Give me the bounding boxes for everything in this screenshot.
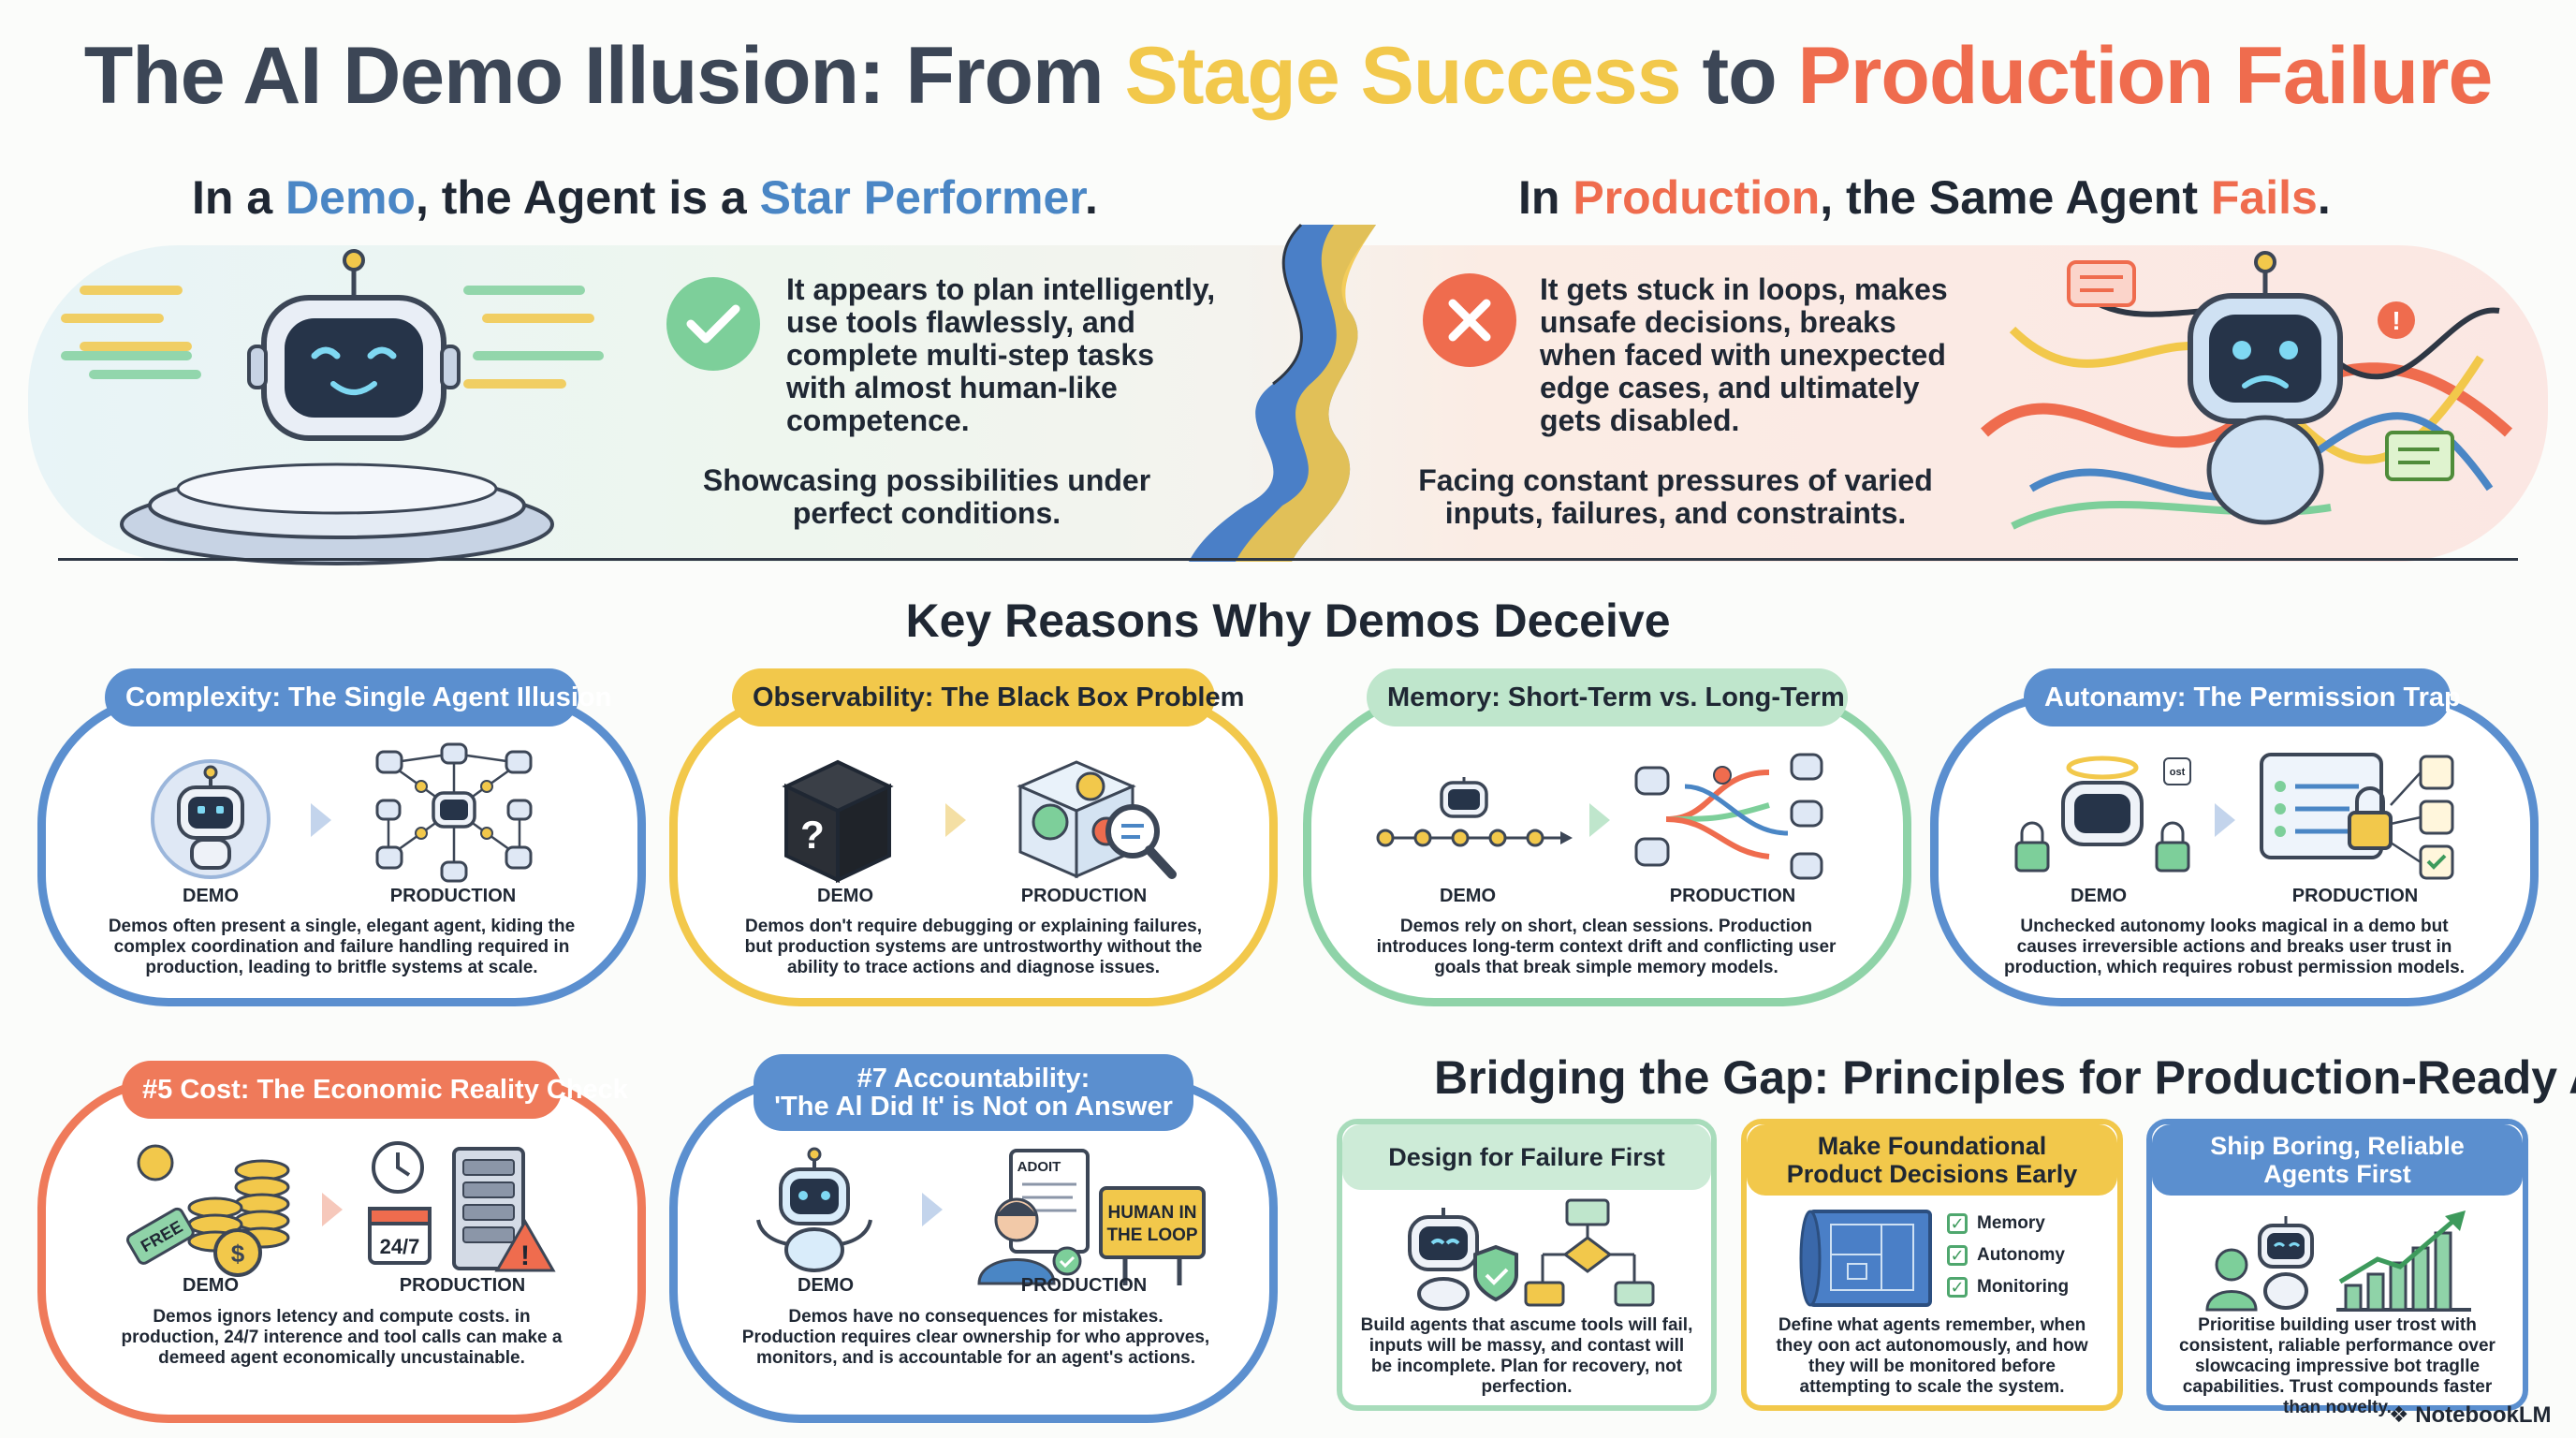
reason-card-title: #5 Cost: The Economic Reality Check <box>122 1061 628 1119</box>
reason-card-description: Demos ignors letency and compute costs. … <box>121 1307 563 1368</box>
svg-text:!: ! <box>2392 306 2400 335</box>
branching-memory-icon <box>1634 753 1823 880</box>
single-robot-icon <box>151 759 271 879</box>
short-memory-chain-icon <box>1376 777 1573 847</box>
hero-divider <box>58 558 2518 561</box>
check-icon <box>666 277 760 371</box>
page-title: The AI Demo Illusion: From Stage Success… <box>83 31 2494 121</box>
notebooklm-brand: ❖ NotebookLM <box>2389 1402 2552 1428</box>
svg-text:!: ! <box>520 1240 530 1271</box>
demo-label: DEMO <box>183 886 239 906</box>
production-label: PRODUCTION <box>1669 886 1796 906</box>
black-box-icon: ? <box>782 759 894 884</box>
svg-text:?: ? <box>800 813 825 857</box>
notebooklm-logo-icon: ❖ <box>2389 1402 2416 1428</box>
autonomous-robot-lock-icon: ost <box>2014 756 2191 873</box>
reason-card-description: Demos often present a single, elegant ag… <box>108 917 576 977</box>
title-production-failure: Production Failure <box>1797 31 2494 121</box>
reason-card-description: Unchecked autonomy looks magical in a de… <box>2004 917 2465 977</box>
production-label: PRODUCTION <box>389 886 517 906</box>
principle-card-title: Design for Failure First <box>1342 1124 1711 1190</box>
production-label: PRODUCTION <box>2291 886 2419 906</box>
checkbox-checked-icon: ✓ <box>1947 1277 1968 1298</box>
failure-flowchart-icon <box>1408 1198 1655 1311</box>
checklist-item: ✓Monitoring <box>1947 1271 2069 1303</box>
reason-card-description: Demos rely on short, clean sessions. Pro… <box>1376 917 1837 977</box>
checklist-item: ✓Autonomy <box>1947 1240 2069 1271</box>
calendar-text: 24/7 <box>380 1235 420 1258</box>
production-label: PRODUCTION <box>1020 1275 1148 1296</box>
human-loop-sign-line1: HUMAN IN <box>1108 1203 1197 1223</box>
permission-panel-icon <box>2260 753 2454 880</box>
reason-card-description: Demos don't require debugging or explain… <box>744 917 1203 977</box>
decision-checklist: ✓Memory ✓Autonomy ✓Monitoring <box>1947 1208 2069 1303</box>
arrow-icon <box>322 1193 343 1226</box>
reason-card-title: Memory: Short-Term vs. Long-Term <box>1367 668 1848 726</box>
principle-card-description: Prioritise building user trost with cons… <box>2179 1315 2496 1417</box>
blueprint-icon <box>1799 1210 1932 1307</box>
arrow-icon <box>2215 803 2235 837</box>
demo-description: It appears to plan intelligently, use to… <box>786 272 1216 437</box>
production-subtext: Facing constant pressures of varied inpu… <box>1418 463 1933 530</box>
demo-label: DEMO <box>817 886 873 906</box>
svg-text:$: $ <box>231 1240 245 1268</box>
checkbox-checked-icon: ✓ <box>1947 1213 1968 1234</box>
reason-card-observability <box>669 693 1278 1006</box>
title-stage-success: Stage Success <box>1124 31 1681 121</box>
production-label: PRODUCTION <box>399 1275 526 1296</box>
arrow-icon <box>945 803 966 837</box>
production-description: It gets stuck in loops, makes unsafe dec… <box>1540 272 1948 437</box>
checklist-item: ✓Memory <box>1947 1208 2069 1240</box>
arrow-icon <box>1589 803 1610 837</box>
principle-card-description: Build agents that ascume tools will fail… <box>1360 1315 1693 1397</box>
arrow-icon <box>922 1193 943 1226</box>
svg-text:ost: ost <box>2170 767 2186 778</box>
arrow-icon <box>311 803 331 837</box>
human-loop-sign-line2: THE LOOP <box>1106 1225 1197 1245</box>
audit-doc-text: ADOIT <box>1017 1159 1061 1175</box>
reason-card-title: #7 Accountability: 'The Al Did It' is No… <box>754 1054 1193 1131</box>
demo-label: DEMO <box>1440 886 1496 906</box>
demo-label: DEMO <box>183 1275 239 1296</box>
production-headline: In Production, the Same Agent Fails. <box>1518 171 2331 224</box>
reason-card-description: Demos have no consequences for mistakes.… <box>741 1307 1210 1368</box>
demo-subtext: Showcasing possibilities under perfect c… <box>702 463 1151 530</box>
multi-agent-network-icon <box>375 742 533 883</box>
checkbox-checked-icon: ✓ <box>1947 1245 1968 1266</box>
principle-card-description: Define what agents remember, when they o… <box>1776 1315 2088 1397</box>
reason-card-title: Autonamy: The Permission Trap <box>2024 668 2461 726</box>
demo-label: DEMO <box>2071 886 2127 906</box>
demo-label: DEMO <box>798 1275 854 1296</box>
reason-card-title: Complexity: The Single Agent Illusion <box>105 668 611 726</box>
free-coins-icon: $ FREE <box>125 1144 290 1277</box>
reason-card-title: Observability: The Black Box Problem <box>732 668 1244 726</box>
x-icon <box>1423 273 1516 367</box>
human-in-the-loop-icon: ADOIT HUMAN IN THE LOOP <box>977 1149 1206 1285</box>
calendar-server-warning-icon: 24/7 ! <box>368 1141 556 1272</box>
reasons-section-title: Key Reasons Why Demos Deceive <box>905 594 1671 647</box>
sad-tangled-robot-icon: ! <box>1981 251 2513 530</box>
production-label: PRODUCTION <box>1020 886 1148 906</box>
bridge-section-title: Bridging the Gap: Principles for Product… <box>1434 1051 2576 1104</box>
happy-robot-icon <box>61 249 604 565</box>
demo-headline: In a Demo, the Agent is a Star Performer… <box>192 171 1098 224</box>
reliable-growth-chart-icon <box>2205 1211 2471 1312</box>
shrugging-robot-icon <box>756 1147 872 1272</box>
transparent-box-magnifier-icon <box>1017 760 1177 879</box>
river-divider-illustration <box>1189 223 1376 562</box>
